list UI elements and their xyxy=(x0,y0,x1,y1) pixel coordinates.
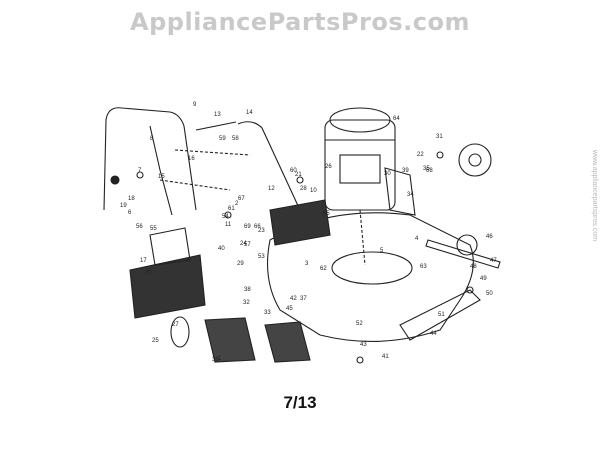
callout-21: 21 xyxy=(295,172,302,178)
mulch-plug xyxy=(149,227,191,266)
rear-wheel xyxy=(170,316,190,348)
discharge-chute xyxy=(269,199,331,246)
upper-handle xyxy=(103,107,197,211)
callout-32: 32 xyxy=(243,300,250,306)
callout-23: 23 xyxy=(258,228,265,234)
callout-47: 47 xyxy=(490,258,497,264)
callout-63: 63 xyxy=(420,264,427,270)
callout-22: 22 xyxy=(417,152,424,158)
callout-7: 7 xyxy=(138,168,142,174)
callout-42: 42 xyxy=(290,296,297,302)
callout-17: 17 xyxy=(140,258,147,264)
callout-52: 52 xyxy=(356,321,363,327)
front-skirt xyxy=(399,289,481,341)
callout-40: 40 xyxy=(218,246,225,252)
callout-6: 6 xyxy=(128,210,132,216)
callout-8: 8 xyxy=(150,136,154,142)
callout-5: 5 xyxy=(380,248,384,254)
callout-48: 48 xyxy=(470,264,477,270)
lower-handle-left xyxy=(149,125,173,216)
callout-64: 64 xyxy=(393,116,400,122)
callout-14: 14 xyxy=(246,110,253,116)
blade xyxy=(425,239,501,269)
callout-46: 46 xyxy=(486,234,493,240)
front-wheel xyxy=(458,143,492,177)
callout-38: 38 xyxy=(244,287,251,293)
callout-49: 49 xyxy=(480,276,487,282)
callout-45: 45 xyxy=(286,306,293,312)
page-number: 7/13 xyxy=(283,393,317,412)
side-cover-left xyxy=(204,317,256,363)
callout-58: 58 xyxy=(232,136,239,142)
watermark: AppliancePartsPros.com xyxy=(130,8,470,36)
callout-37: 37 xyxy=(300,296,307,302)
side-watermark: www.appliancepartspros.com xyxy=(591,150,598,242)
callout-9: 9 xyxy=(193,102,197,108)
callout-25: 25 xyxy=(152,338,159,344)
callout-3: 3 xyxy=(305,261,309,267)
callout-69: 69 xyxy=(244,224,251,230)
callout-53: 53 xyxy=(258,254,265,260)
rear-shield xyxy=(129,254,206,319)
callout-30: 30 xyxy=(384,171,391,177)
callout-12: 12 xyxy=(268,186,275,192)
callout-55: 55 xyxy=(150,226,157,232)
callout-57: 57 xyxy=(244,242,251,248)
engine-block xyxy=(324,119,396,211)
front-bracket xyxy=(384,167,416,216)
callout-44: 44 xyxy=(430,331,437,337)
callout-34: 34 xyxy=(407,192,414,198)
callout-66: 66 xyxy=(254,224,261,230)
callout-13: 13 xyxy=(214,112,221,118)
engine-top xyxy=(329,107,391,133)
callout-36: 36 xyxy=(212,357,219,363)
callout-10: 10 xyxy=(310,188,317,194)
callout-61: 61 xyxy=(228,206,235,212)
side-cover-right xyxy=(264,321,311,363)
callout-20: 20 xyxy=(145,270,152,276)
callout-18: 18 xyxy=(128,196,135,202)
callout-26: 26 xyxy=(325,164,332,170)
callout-35: 35 xyxy=(423,166,430,172)
callout-27: 27 xyxy=(172,322,179,328)
callout-68: 68 xyxy=(426,168,433,174)
callout-19: 19 xyxy=(120,203,127,209)
callout-67: 67 xyxy=(238,196,245,202)
callout-54: 54 xyxy=(222,214,229,220)
mower-deck xyxy=(267,212,474,342)
callout-11: 11 xyxy=(225,222,232,228)
handle-bar xyxy=(195,121,237,131)
callout-16: 16 xyxy=(188,156,195,162)
callout-62: 62 xyxy=(320,266,327,272)
blade-adapter xyxy=(456,234,478,256)
callout-59: 59 xyxy=(219,136,226,142)
callout-2: 2 xyxy=(235,201,239,207)
callout-33: 33 xyxy=(264,310,271,316)
callout-29: 29 xyxy=(237,261,244,267)
deck-opening xyxy=(331,251,413,285)
callout-65: 65 xyxy=(323,211,330,217)
callout-15: 15 xyxy=(158,174,165,180)
callout-50: 50 xyxy=(486,291,493,297)
callout-39: 39 xyxy=(402,168,409,174)
callout-4: 4 xyxy=(415,236,419,242)
callout-41: 41 xyxy=(382,354,389,360)
callout-56: 56 xyxy=(136,224,143,230)
lower-handle-right xyxy=(237,121,301,211)
callout-51: 51 xyxy=(438,312,445,318)
callout-24: 24 xyxy=(240,241,247,247)
callout-43: 43 xyxy=(360,342,367,348)
callout-31: 31 xyxy=(436,134,443,140)
callout-28: 28 xyxy=(300,186,307,192)
callout-1: 1 xyxy=(218,356,222,362)
callout-60: 60 xyxy=(290,168,297,174)
